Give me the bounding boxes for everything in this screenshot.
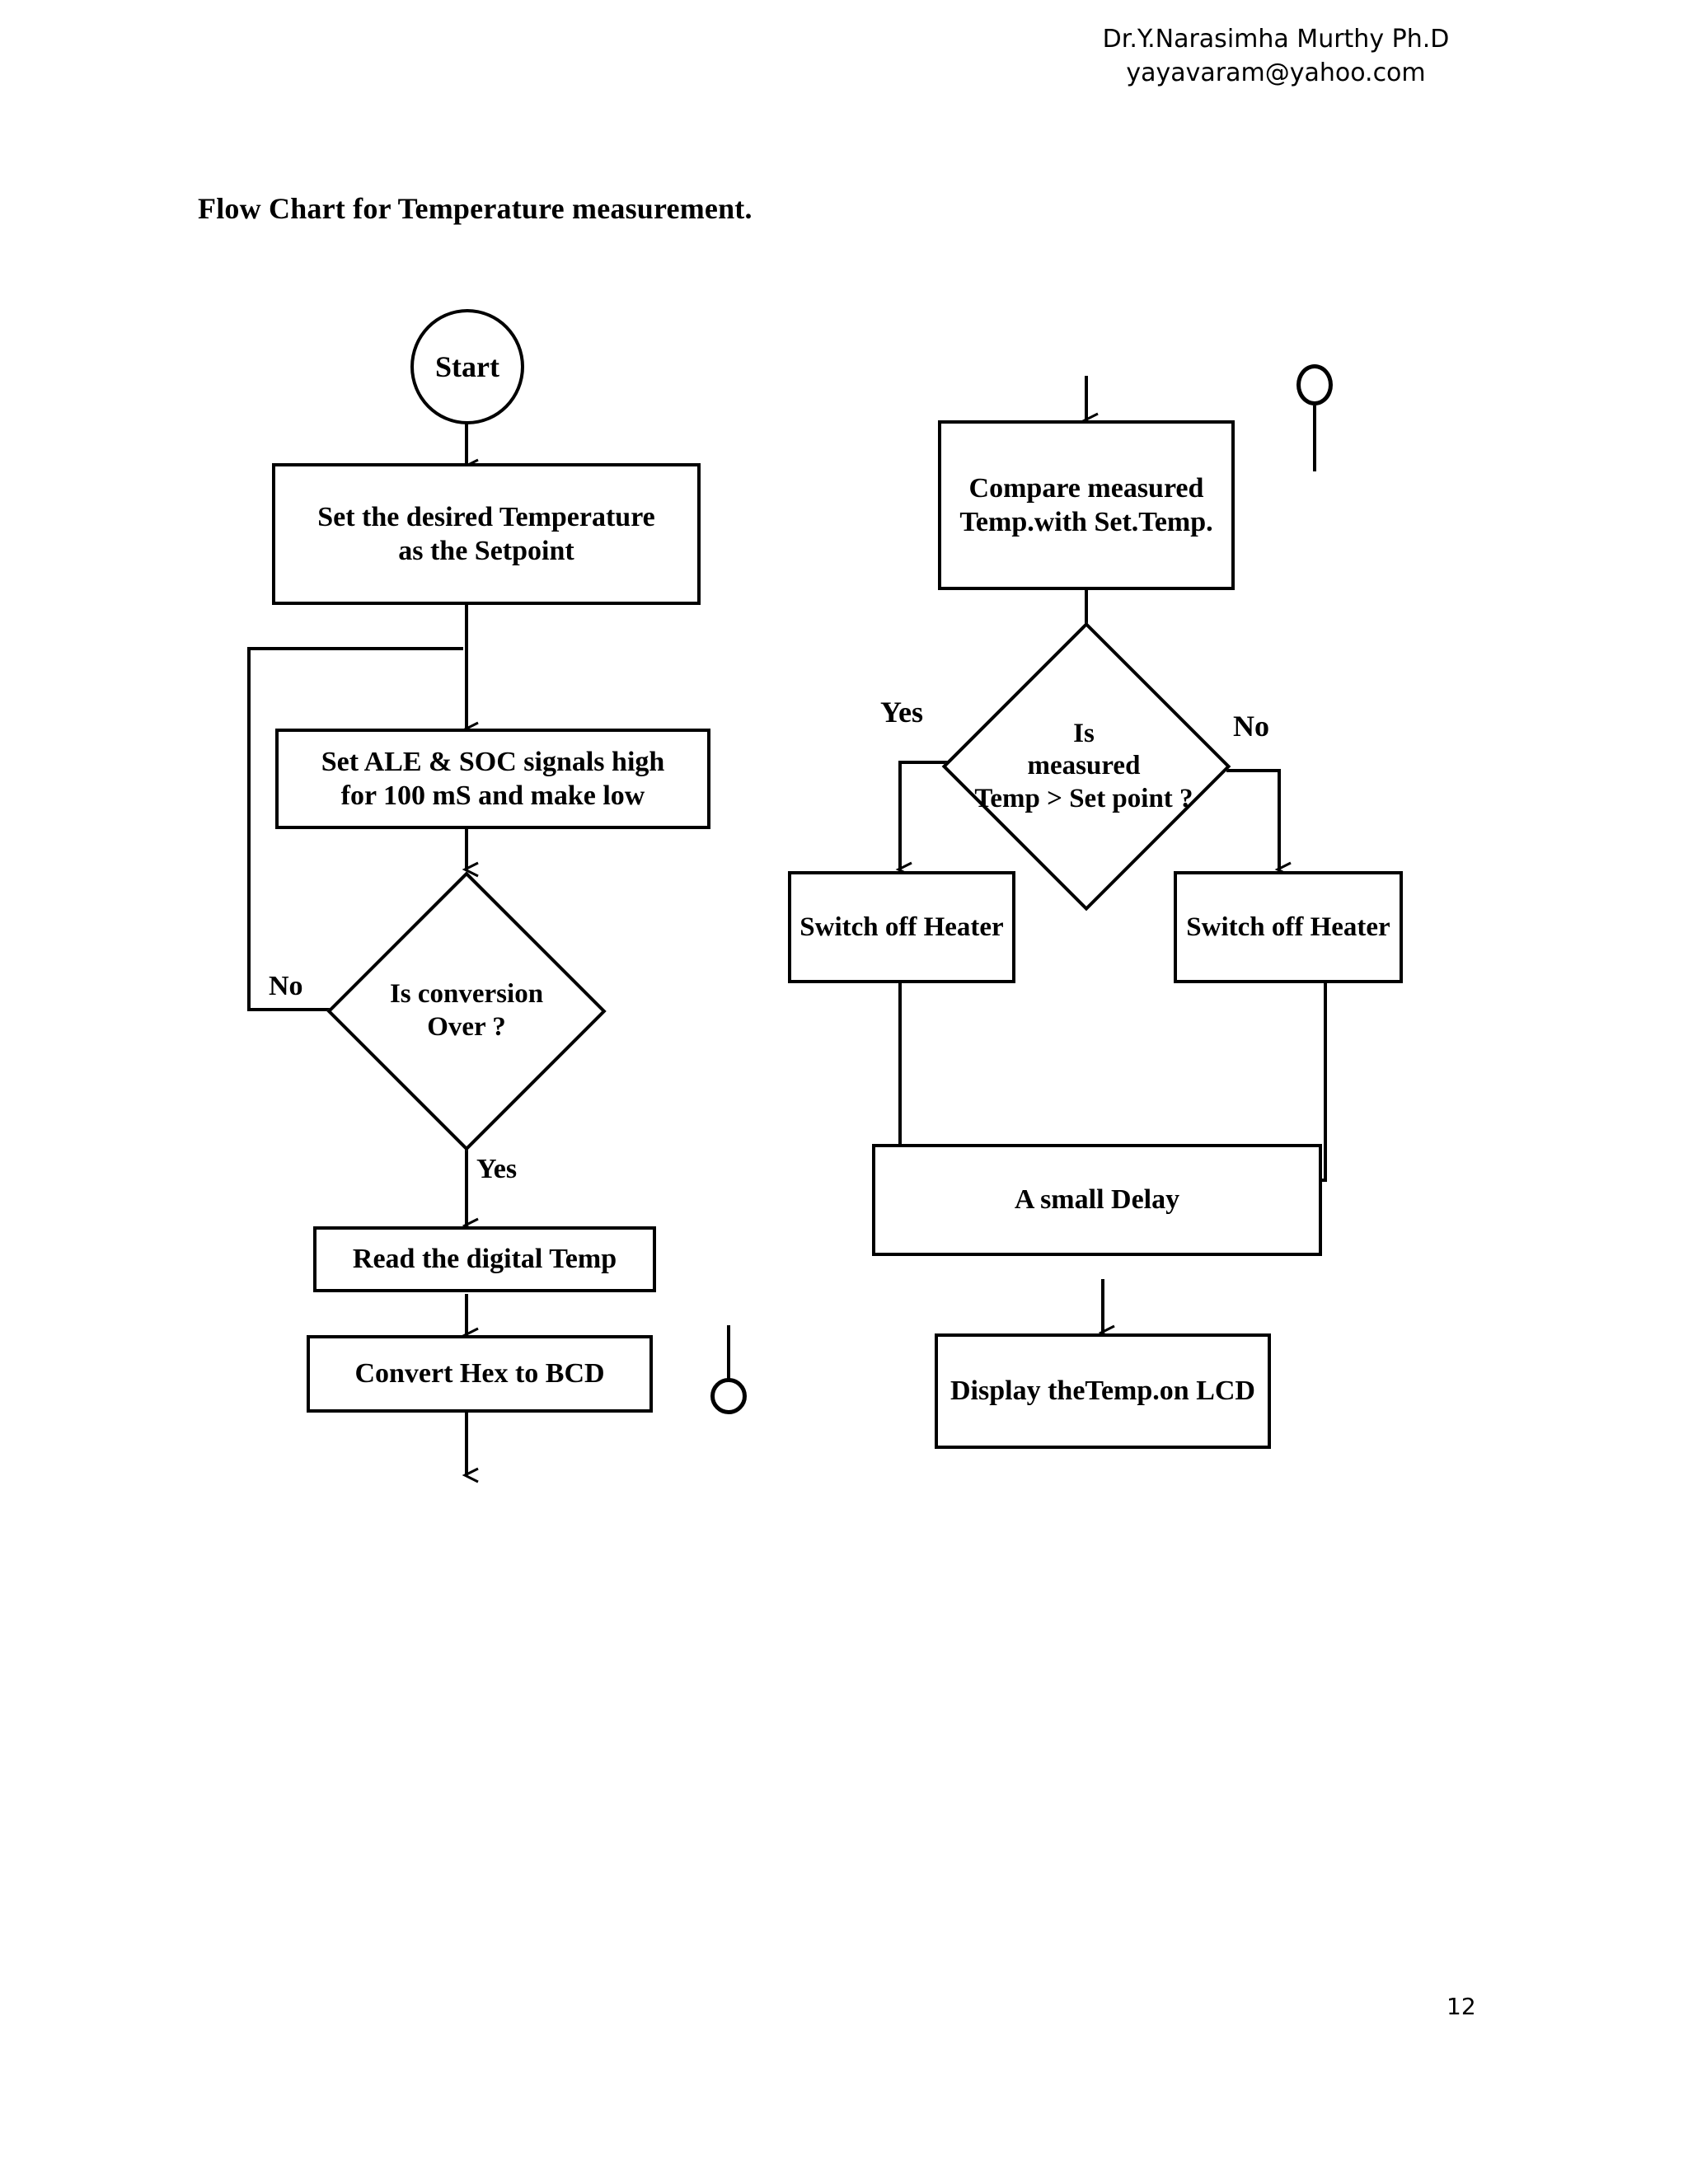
node-set-setpoint-label: Set the desired Temperature as the Setpo…	[317, 501, 655, 566]
node-decision-conversion-over-label: Is conversion Over ?	[389, 979, 544, 1042]
edge-label-temp-yes: Yes	[880, 696, 923, 729]
author-name: Dr.Y.Narasimha Murthy Ph.D	[1102, 25, 1450, 54]
node-small-delay-label: A small Delay	[1014, 1184, 1180, 1216]
edge-label-conversion-no: No	[269, 971, 303, 1001]
offpage-connector-out-icon[interactable]	[710, 1378, 747, 1414]
node-convert-hex-bcd-label: Convert Hex to BCD	[354, 1358, 605, 1390]
node-decision-conversion-over[interactable]: Is conversion Over ?	[325, 871, 608, 1151]
node-display-temp-lcd-label: Display theTemp.on LCD	[950, 1376, 1255, 1407]
node-switch-off-heater-left[interactable]: Switch off Heater	[788, 871, 1015, 983]
node-set-setpoint[interactable]: Set the desired Temperature as the Setpo…	[272, 463, 701, 605]
node-read-digital-temp[interactable]: Read the digital Temp	[313, 1226, 656, 1292]
author-email: yayavaram@yahoo.com	[1126, 58, 1426, 87]
node-compare-temp[interactable]: Compare measured Temp.with Set.Temp.	[938, 420, 1235, 590]
node-decision-temp-gt-setpoint[interactable]: Is measured Temp > Set point ?	[938, 621, 1235, 912]
node-set-ale-soc[interactable]: Set ALE & SOC signals high for 100 mS an…	[275, 729, 710, 829]
page-header: Dr.Y.Narasimha Murthy Ph.D yayavaram@yah…	[987, 23, 1564, 90]
offpage-connector-in-icon[interactable]	[1296, 364, 1333, 405]
node-convert-hex-bcd[interactable]: Convert Hex to BCD	[307, 1335, 653, 1413]
edge-label-temp-no: No	[1233, 710, 1269, 743]
node-read-digital-temp-label: Read the digital Temp	[352, 1244, 617, 1275]
node-switch-off-heater-right[interactable]: Switch off Heater	[1174, 871, 1403, 983]
page-title: Flow Chart for Temperature measurement.	[198, 192, 753, 225]
node-start[interactable]: Start	[410, 309, 524, 424]
node-small-delay[interactable]: A small Delay	[872, 1144, 1322, 1256]
node-compare-temp-label: Compare measured Temp.with Set.Temp.	[959, 472, 1213, 537]
node-decision-temp-gt-setpoint-label: Is measured Temp > Set point ?	[974, 718, 1193, 813]
node-display-temp-lcd[interactable]: Display theTemp.on LCD	[935, 1333, 1271, 1449]
page-number: 12	[1447, 1993, 1476, 2020]
node-set-ale-soc-label: Set ALE & SOC signals high for 100 mS an…	[321, 746, 665, 811]
edge-label-conversion-yes: Yes	[476, 1154, 518, 1184]
node-start-label: Start	[435, 350, 499, 383]
node-switch-off-heater-left-label: Switch off Heater	[799, 912, 1004, 942]
node-switch-off-heater-right-label: Switch off Heater	[1186, 912, 1390, 942]
